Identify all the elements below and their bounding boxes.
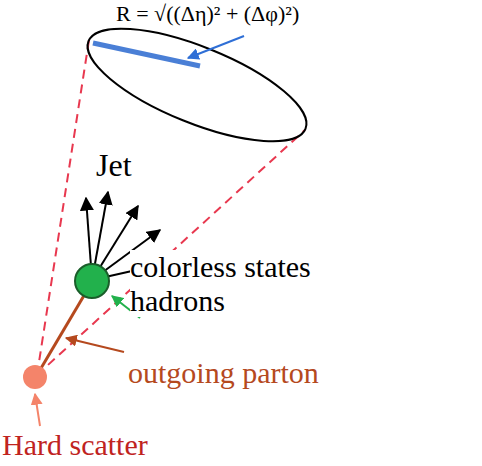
jet-label: Jet: [96, 148, 132, 184]
leader-arrow: [66, 338, 124, 352]
hard-scatter-label-box: Hard scatter: [2, 428, 148, 462]
hadrons-label: colorless states hadrons: [130, 250, 375, 317]
hard-scatter-dot: [23, 365, 47, 389]
cone-edge: [37, 40, 89, 375]
parton-label: outgoing parton: [128, 356, 319, 390]
hard-scatter-label: Hard scatter: [2, 428, 148, 462]
leader-arrow: [35, 394, 40, 426]
parton-label-box: outgoing parton: [128, 356, 319, 390]
cone-ellipse: [74, 6, 319, 164]
leader-arrow: [188, 36, 244, 58]
formula-label-box: R = √((Δη)² + (Δφ)²): [116, 2, 299, 27]
hadronization-blob: [75, 264, 109, 298]
hadrons-label-box: colorless states hadrons: [130, 250, 375, 317]
formula-label: R = √((Δη)² + (Δφ)²): [116, 2, 299, 27]
radius-bar: [93, 43, 200, 66]
jet-label-box: Jet: [96, 148, 132, 184]
